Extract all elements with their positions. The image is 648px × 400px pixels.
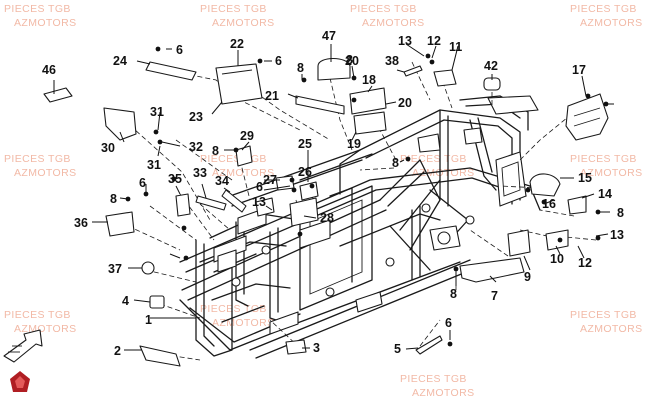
watermark: PIECES TGB <box>4 153 71 165</box>
callout-33: 33 <box>193 166 207 180</box>
watermark: PIECES TGB <box>200 3 267 15</box>
callout-20: 20 <box>345 54 359 68</box>
callout-47: 47 <box>322 29 336 43</box>
watermark: AZMOTORS <box>580 167 643 179</box>
callout-19: 19 <box>347 137 361 151</box>
callout-18: 18 <box>362 73 376 87</box>
callout-14: 14 <box>598 187 612 201</box>
callout-8: 8 <box>297 61 304 75</box>
callout-31: 31 <box>150 105 164 119</box>
callout-8: 8 <box>110 192 117 206</box>
callout-37: 37 <box>108 262 122 276</box>
watermark: AZMOTORS <box>212 167 275 179</box>
callout-34: 34 <box>215 174 229 188</box>
callout-2: 2 <box>114 344 121 358</box>
callout-16: 16 <box>542 197 556 211</box>
watermark: AZMOTORS <box>580 323 643 335</box>
callout-8: 8 <box>212 144 219 158</box>
front-arrow-icon <box>3 329 43 363</box>
callout-15: 15 <box>578 171 592 185</box>
callout-35: 35 <box>168 172 182 186</box>
callout-6: 6 <box>139 176 146 190</box>
callout-29: 29 <box>240 129 254 143</box>
callout-42: 42 <box>484 59 498 73</box>
callout-22: 22 <box>230 37 244 51</box>
watermark: PIECES TGB <box>4 3 71 15</box>
callout-3: 3 <box>313 341 320 355</box>
watermark: PIECES TGB <box>350 3 417 15</box>
callout-6: 6 <box>176 43 183 57</box>
callout-46: 46 <box>42 63 56 77</box>
callout-7: 7 <box>491 289 498 303</box>
callout-5: 5 <box>394 342 401 356</box>
loose-parts <box>43 57 609 367</box>
callout-20: 20 <box>398 96 412 110</box>
watermark: PIECES TGB <box>570 153 637 165</box>
callout-31: 31 <box>147 158 161 172</box>
callout-8: 8 <box>450 287 457 301</box>
callout-6: 6 <box>275 54 282 68</box>
watermark: PIECES TGB <box>400 373 467 385</box>
watermark: AZMOTORS <box>212 17 275 29</box>
callout-36: 36 <box>74 216 88 230</box>
callout-30: 30 <box>101 141 115 155</box>
callout-23: 23 <box>189 110 203 124</box>
watermark: PIECES TGB <box>4 309 71 321</box>
callout-1: 1 <box>145 313 152 327</box>
callout-9: 9 <box>524 270 531 284</box>
brand-logo-icon <box>10 371 30 392</box>
watermark: PIECES TGB <box>570 3 637 15</box>
leader-lines <box>53 43 614 351</box>
watermark: PIECES TGB <box>570 309 637 321</box>
callout-11: 11 <box>449 40 462 54</box>
callout-13: 13 <box>398 34 412 48</box>
callout-labels: 1 2 3 4 5 6 6 6 6 6 7 8 8 8 8 8 8 8 9 10… <box>42 29 624 358</box>
callout-38: 38 <box>385 54 399 68</box>
watermark: PIECES TGB <box>400 153 467 165</box>
callout-6: 6 <box>256 180 263 194</box>
callout-8: 8 <box>392 156 399 170</box>
callout-24: 24 <box>113 54 127 68</box>
callout-12: 12 <box>578 256 592 270</box>
callout-21: 21 <box>265 89 279 103</box>
watermark: AZMOTORS <box>362 17 425 29</box>
callout-4: 4 <box>122 294 129 308</box>
watermark: AZMOTORS <box>580 17 643 29</box>
callout-10: 10 <box>550 252 564 266</box>
watermark: AZMOTORS <box>14 323 77 335</box>
callout-28: 28 <box>320 211 334 225</box>
callout-6: 6 <box>445 316 452 330</box>
watermark: AZMOTORS <box>212 317 275 329</box>
callout-32: 32 <box>189 140 203 154</box>
callout-8: 8 <box>346 53 353 67</box>
callout-12: 12 <box>427 34 441 48</box>
callout-13: 13 <box>252 195 266 209</box>
watermark: AZMOTORS <box>14 17 77 29</box>
watermark: AZMOTORS <box>14 167 77 179</box>
callout-25: 25 <box>298 137 312 151</box>
callout-17: 17 <box>572 63 586 77</box>
callout-13: 13 <box>610 228 624 242</box>
callout-8: 8 <box>617 206 624 220</box>
watermark: AZMOTORS <box>412 387 475 399</box>
callout-27: 27 <box>263 173 277 187</box>
watermark: PIECES TGB <box>200 153 267 165</box>
callout-26: 26 <box>298 165 312 179</box>
